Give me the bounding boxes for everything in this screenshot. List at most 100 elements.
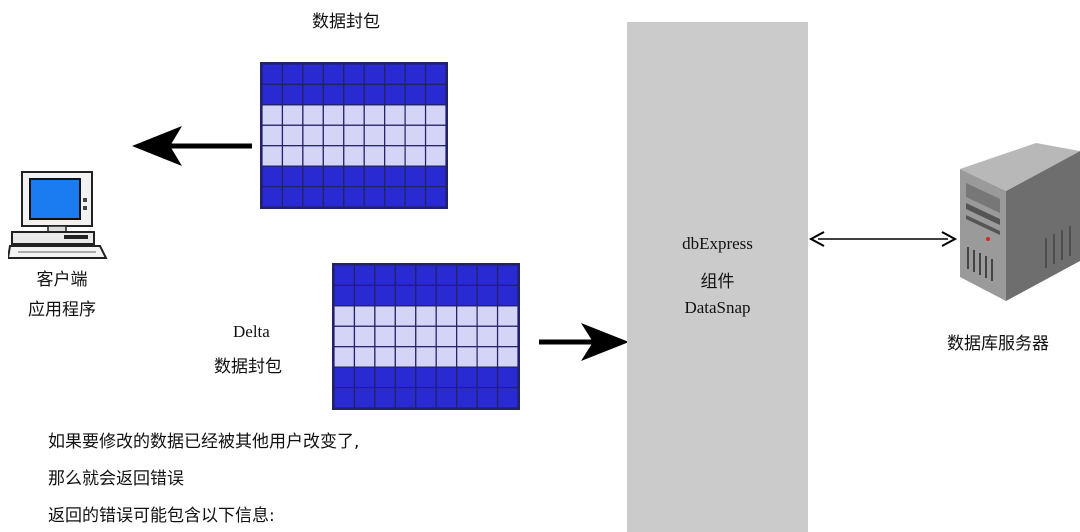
grid-cell: [424, 165, 446, 188]
grid-cell: [363, 145, 386, 167]
grid-cell: [424, 124, 446, 147]
grid-cell: [322, 104, 345, 126]
grid-cell: [404, 124, 427, 147]
grid-cell: [456, 366, 478, 389]
grid-cell: [322, 83, 345, 106]
grid-cell: [363, 64, 386, 86]
grid-cell: [435, 346, 458, 368]
grid-cell: [363, 104, 386, 126]
top-packet-label: 数据封包: [312, 12, 380, 32]
grid-cell: [281, 124, 304, 147]
grid-cell: [374, 366, 396, 389]
delta-label-en: Delta: [233, 322, 270, 341]
grid-cell: [456, 346, 478, 368]
grid-cell: [281, 185, 304, 207]
grid-cell: [322, 145, 345, 167]
grid-cell: [353, 284, 376, 307]
grid-cell: [343, 64, 365, 86]
grid-cell: [424, 83, 446, 106]
grid-cell: [496, 325, 518, 348]
grid-cell: [363, 124, 386, 147]
grid-cell: [281, 145, 304, 167]
grid-cell: [415, 386, 437, 408]
grid-cell: [404, 165, 427, 188]
grid-cell: [496, 305, 518, 327]
grid-cell: [343, 185, 365, 207]
grid-cell: [424, 64, 446, 86]
grid-cell: [262, 165, 284, 188]
grid-cell: [363, 165, 386, 188]
grid-cell: [496, 284, 518, 307]
grid-cell: [334, 386, 356, 408]
grid-cell: [394, 325, 417, 348]
grid-cell: [374, 265, 396, 287]
grid-cell: [302, 64, 324, 86]
grid-cell: [384, 165, 406, 188]
grid-cell: [415, 305, 437, 327]
grid-cell: [435, 265, 458, 287]
grid-cell: [456, 305, 478, 327]
grid-cell: [394, 284, 417, 307]
grid-cell: [281, 83, 304, 106]
grid-cell: [353, 305, 376, 327]
grid-cell: [384, 64, 406, 86]
grid-cell: [262, 145, 284, 167]
grid-cell: [343, 145, 365, 167]
grid-cell: [374, 346, 396, 368]
grid-cell: [353, 265, 376, 287]
grid-cell: [456, 325, 478, 348]
grid-cell: [363, 83, 386, 106]
top-data-packet: [260, 62, 448, 209]
grid-cell: [476, 284, 499, 307]
database-server-icon: [960, 143, 1080, 301]
grid-cell: [496, 386, 518, 408]
grid-cell: [281, 104, 304, 126]
grid-cell: [322, 64, 345, 86]
grid-cell: [334, 366, 356, 389]
note-line-3: 返回的错误可能包含以下信息:: [48, 506, 275, 526]
grid-cell: [302, 124, 324, 147]
grid-cell: [322, 185, 345, 207]
grid-cell: [394, 346, 417, 368]
grid-cell: [476, 366, 499, 389]
grid-cell: [353, 346, 376, 368]
grid-cell: [415, 284, 437, 307]
grid-cell: [374, 284, 396, 307]
grid-cell: [384, 145, 406, 167]
grid-cell: [262, 83, 284, 106]
grid-cell: [322, 124, 345, 147]
grid-cell: [415, 325, 437, 348]
grid-cell: [262, 64, 284, 86]
middle-label-component: 组件: [700, 272, 735, 292]
note-line-2: 那么就会返回错误: [48, 469, 184, 489]
grid-cell: [394, 265, 417, 287]
grid-cell: [456, 265, 478, 287]
grid-cell: [476, 265, 499, 287]
client-label-line1: 客户端: [36, 270, 88, 290]
grid-cell: [394, 366, 417, 389]
grid-cell: [476, 346, 499, 368]
grid-cell: [374, 325, 396, 348]
grid-cell: [415, 366, 437, 389]
arrow-to-middle-icon: [539, 323, 629, 361]
grid-cell: [404, 64, 427, 86]
grid-cell: [404, 104, 427, 126]
delta-data-packet: [332, 263, 520, 410]
grid-cell: [394, 386, 417, 408]
grid-cell: [363, 185, 386, 207]
grid-cell: [456, 386, 478, 408]
grid-cell: [334, 346, 356, 368]
grid-cell: [281, 64, 304, 86]
grid-cell: [353, 366, 376, 389]
grid-cell: [435, 366, 458, 389]
middle-label-datasnap: DataSnap: [684, 298, 751, 317]
grid-cell: [404, 185, 427, 207]
grid-cell: [476, 305, 499, 327]
grid-cell: [384, 83, 406, 106]
grid-cell: [496, 265, 518, 287]
grid-cell: [262, 104, 284, 126]
grid-cell: [302, 145, 324, 167]
grid-cell: [374, 305, 396, 327]
grid-cell: [262, 124, 284, 147]
grid-cell: [404, 83, 427, 106]
